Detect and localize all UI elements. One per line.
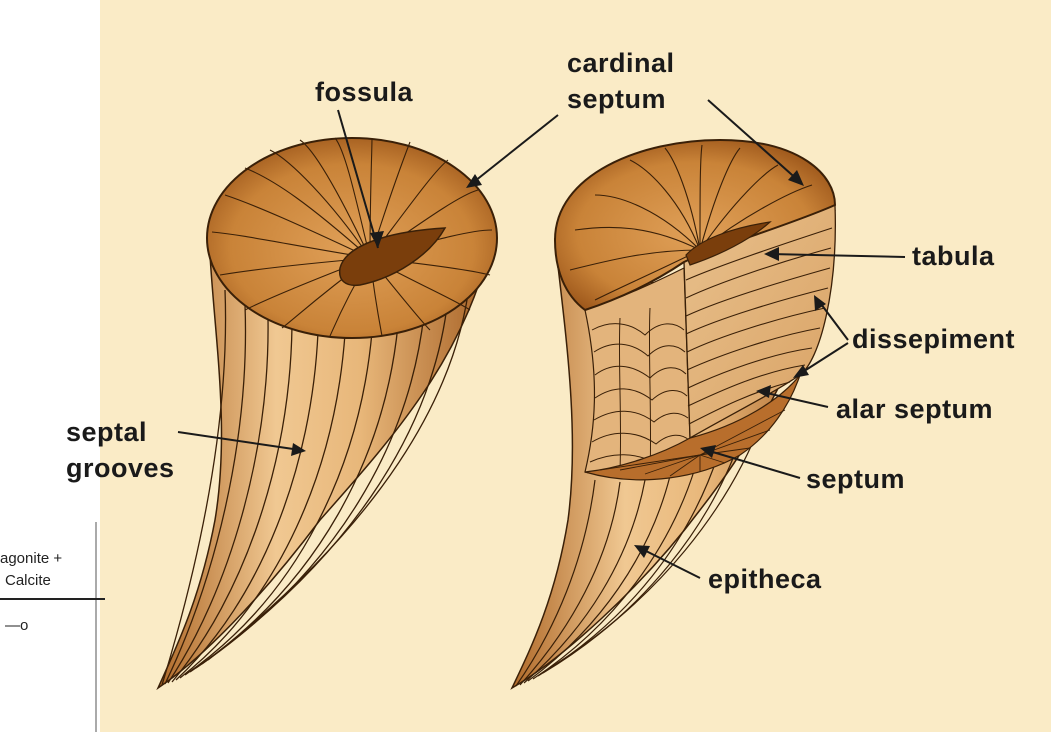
- label-tabula: tabula: [912, 241, 995, 271]
- label-septal-line1: septal: [66, 417, 147, 447]
- table-fragment: agonite + Calcite —o: [0, 522, 105, 732]
- label-cardinal-line2: septum: [567, 84, 666, 114]
- table-row-marker: —o: [5, 617, 28, 634]
- label-dissepiment: dissepiment: [852, 324, 1015, 354]
- label-fossula: fossula: [315, 77, 414, 107]
- label-septal-line2: grooves: [66, 453, 175, 483]
- label-epitheca: epitheca: [708, 564, 822, 594]
- table-header-line2: Calcite: [5, 572, 51, 589]
- label-cardinal-line1: cardinal: [567, 48, 675, 78]
- label-alar-septum: alar septum: [836, 394, 993, 424]
- left-calyx: [207, 138, 497, 338]
- label-septum: septum: [806, 464, 905, 494]
- table-header-line1: agonite +: [0, 550, 62, 567]
